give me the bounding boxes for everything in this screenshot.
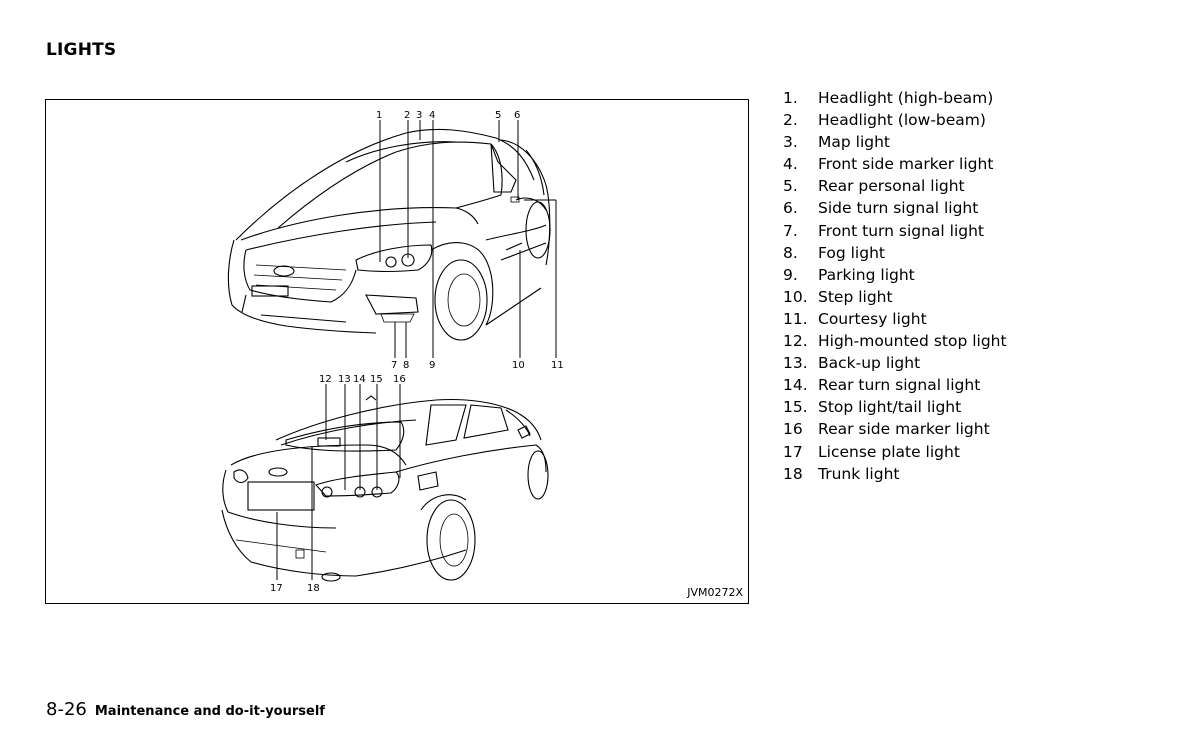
legend-item: 12. High-mounted stop light xyxy=(783,330,1007,352)
legend-label: Trunk light xyxy=(818,464,900,483)
callout-2: 2 xyxy=(404,110,410,121)
page-number: 8-26 xyxy=(46,699,87,720)
legend-label: Rear side marker light xyxy=(818,420,990,439)
legend-number: 1. xyxy=(783,89,798,107)
legend-label: License plate light xyxy=(818,442,960,461)
legend-number: 13. xyxy=(783,354,808,373)
front-callouts: 1 2 3 4 5 6 7 8 9 10 11 xyxy=(376,110,564,371)
car-line-drawing: 1 2 3 4 5 6 7 8 9 10 11 xyxy=(221,110,564,594)
legend-label: Side turn signal light xyxy=(818,199,979,218)
legend-number: 15. xyxy=(783,398,808,417)
rear-leader-lines xyxy=(276,384,401,580)
callout-16: 16 xyxy=(393,374,406,385)
callout-8: 8 xyxy=(403,360,409,371)
legend-number: 14. xyxy=(783,376,808,395)
legend-item: 10. Step light xyxy=(783,286,1007,308)
legend-number: 11. xyxy=(783,309,808,328)
callout-5: 5 xyxy=(495,110,501,121)
legend-label: Rear personal light xyxy=(818,177,965,196)
legend-number: 6. xyxy=(783,199,798,218)
legend-label: Front side marker light xyxy=(818,155,994,174)
legend-item: 8. Fog light xyxy=(783,242,1007,264)
callout-10: 10 xyxy=(512,360,525,371)
callout-13: 13 xyxy=(338,374,351,385)
legend-label: Fog light xyxy=(818,243,885,262)
legend-item: 3. Map light xyxy=(783,131,1007,153)
legend-item: 17 License plate light xyxy=(783,441,1007,463)
rear-car-outline xyxy=(221,395,549,582)
callout-12: 12 xyxy=(319,374,332,385)
legend-item: 6. Side turn signal light xyxy=(783,197,1007,219)
rear-callouts: 12 13 14 15 16 17 18 xyxy=(270,374,406,594)
legend-number: 12. xyxy=(783,332,808,351)
legend-label: Headlight (low-beam) xyxy=(818,111,986,130)
legend-label: Map light xyxy=(818,133,890,152)
legend-label: High-mounted stop light xyxy=(818,332,1007,351)
callout-11: 11 xyxy=(551,360,564,371)
callout-1: 1 xyxy=(376,110,382,121)
legend-item: 15. Stop light/tail light xyxy=(783,396,1007,418)
legend-item: 14. Rear turn signal light xyxy=(783,374,1007,396)
page-footer: 8-26 Maintenance and do-it-yourself xyxy=(46,699,325,720)
legend-item: 9. Parking light xyxy=(783,264,1007,286)
legend-label: Rear turn signal light xyxy=(818,376,981,395)
callout-9: 9 xyxy=(429,360,435,371)
legend-label: Stop light/tail light xyxy=(818,398,962,417)
legend-label: Courtesy light xyxy=(818,309,927,328)
legend-label: Parking light xyxy=(818,265,915,284)
legend-number: 8. xyxy=(783,243,798,262)
legend-label: Headlight (high-beam) xyxy=(818,89,994,107)
legend-item: 2. Headlight (low-beam) xyxy=(783,109,1007,131)
callout-17: 17 xyxy=(270,583,283,594)
legend-item: 18 Trunk light xyxy=(783,463,1007,485)
legend-number: 2. xyxy=(783,111,798,130)
legend-number: 9. xyxy=(783,265,798,284)
callout-14: 14 xyxy=(353,374,366,385)
front-leader-lines xyxy=(379,120,557,358)
legend-item: 16 Rear side marker light xyxy=(783,418,1007,440)
legend-label: Front turn signal light xyxy=(818,221,985,240)
legend-label: Step light xyxy=(818,287,893,306)
callout-3: 3 xyxy=(416,110,422,121)
legend-item: 1. Headlight (high-beam) xyxy=(783,87,1007,109)
callout-15: 15 xyxy=(370,374,383,385)
legend-number: 7. xyxy=(783,221,798,240)
front-car-outline xyxy=(227,128,551,341)
legend-number: 10. xyxy=(783,287,808,306)
legend-number: 3. xyxy=(783,133,798,152)
section-title: LIGHTS xyxy=(46,40,117,60)
legend-item: 13. Back-up light xyxy=(783,352,1007,374)
lights-illustration: 1 2 3 4 5 6 7 8 9 10 11 xyxy=(45,99,749,604)
legend-number: 4. xyxy=(783,155,798,174)
footer-section-title: Maintenance and do-it-yourself xyxy=(94,704,325,719)
callout-7: 7 xyxy=(391,360,397,371)
legend-number: 5. xyxy=(783,177,798,196)
legend-number: 18 xyxy=(783,464,803,483)
figure-code: JVM0272X xyxy=(687,586,743,599)
callout-6: 6 xyxy=(514,110,520,121)
legend-item: 5. Rear personal light xyxy=(783,175,1007,197)
callout-4: 4 xyxy=(429,110,435,121)
legend-label: Back-up light xyxy=(818,354,921,373)
legend-item: 7. Front turn signal light xyxy=(783,220,1007,242)
legend-item: 4. Front side marker light xyxy=(783,153,1007,175)
legend-number: 17 xyxy=(783,442,803,461)
legend-number: 16 xyxy=(783,420,803,439)
legend-item: 11. Courtesy light xyxy=(783,308,1007,330)
callout-18: 18 xyxy=(307,583,320,594)
lights-legend-list: 1. Headlight (high-beam) 2. Headlight (low… xyxy=(783,87,1007,485)
